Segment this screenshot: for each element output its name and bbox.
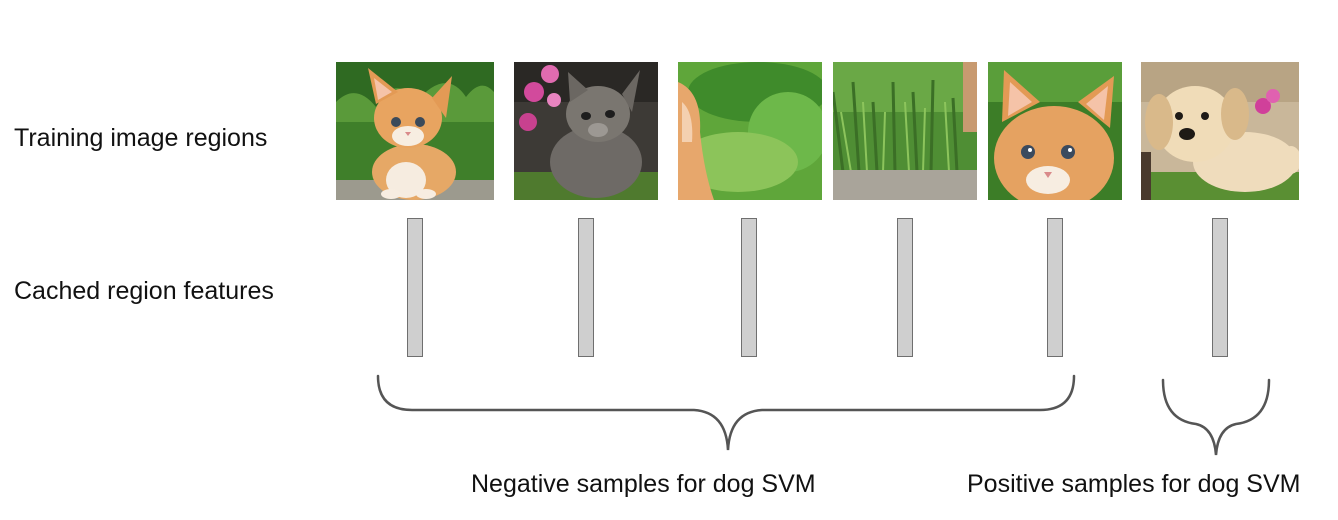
feature-vector-2 [578, 218, 594, 357]
row-label-cached-region-features: Cached region features [14, 277, 274, 305]
region-image-gray-kitten [514, 62, 658, 200]
puppy-icon [1141, 62, 1299, 200]
negative-samples-label: Negative samples for dog SVM [471, 470, 816, 498]
kitten-face-closeup-icon [988, 62, 1122, 200]
row-label-training-image-regions: Training image regions [14, 124, 268, 152]
grass-background-icon [833, 62, 977, 200]
feature-vector-3 [741, 218, 757, 357]
negative-samples-brace [376, 374, 1076, 451]
feature-vector-5 [1047, 218, 1063, 357]
region-image-grass [833, 62, 977, 200]
positive-samples-label: Positive samples for dog SVM [967, 470, 1301, 498]
feature-vector-6 [1212, 218, 1228, 357]
positive-samples-brace [1161, 378, 1271, 456]
feature-vector-4 [897, 218, 913, 357]
region-image-kitten-face [988, 62, 1122, 200]
kitten-edge-grass-icon [678, 62, 822, 200]
kitten-full-icon [336, 62, 494, 200]
region-image-kitten [336, 62, 494, 200]
region-image-grass-kitten-edge [678, 62, 822, 200]
gray-kitten-flowers-icon [514, 62, 658, 200]
region-image-puppy [1141, 62, 1299, 200]
feature-vector-1 [407, 218, 423, 357]
